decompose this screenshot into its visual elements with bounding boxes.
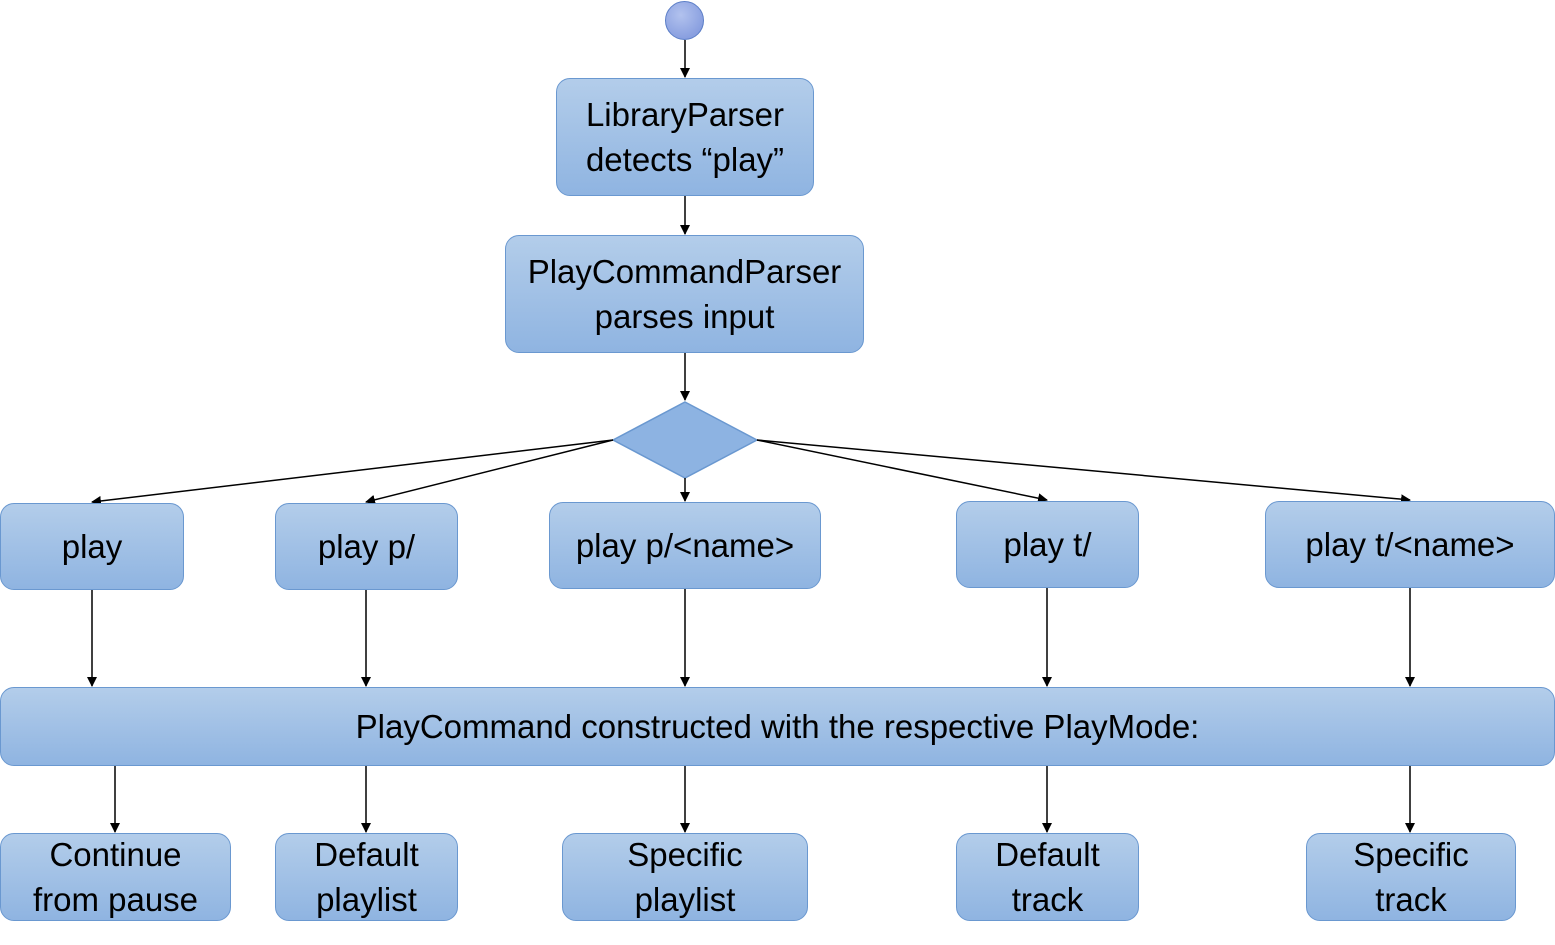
edge-decision-to-play-t-name bbox=[756, 439, 1411, 505]
edge-decision-to-play-p bbox=[365, 439, 614, 505]
mode-default-playlist-node: Default playlist bbox=[275, 833, 458, 921]
option-play-p-node: play p/ bbox=[275, 503, 458, 590]
option-play-p-name-node: play p/<name> bbox=[549, 502, 821, 589]
option-play-t-name-node: play t/<name> bbox=[1265, 501, 1555, 588]
library-parser-node: LibraryParser detects “play” bbox=[556, 78, 814, 196]
start-node bbox=[665, 1, 704, 40]
mode-default-track-node: Default track bbox=[956, 833, 1139, 921]
edge-decision-to-play bbox=[91, 439, 614, 506]
mode-specific-track-node: Specific track bbox=[1306, 833, 1516, 921]
edge-decision-to-play-t bbox=[756, 439, 1048, 504]
mode-continue-from-pause-node: Continue from pause bbox=[0, 833, 231, 921]
play-command-parser-node: PlayCommandParser parses input bbox=[505, 235, 864, 353]
mode-specific-playlist-node: Specific playlist bbox=[562, 833, 808, 921]
play-command-construct-node: PlayCommand constructed with the respect… bbox=[0, 687, 1555, 766]
option-play-node: play bbox=[0, 503, 184, 590]
decision-diamond bbox=[611, 401, 759, 479]
option-play-t-node: play t/ bbox=[956, 501, 1139, 588]
